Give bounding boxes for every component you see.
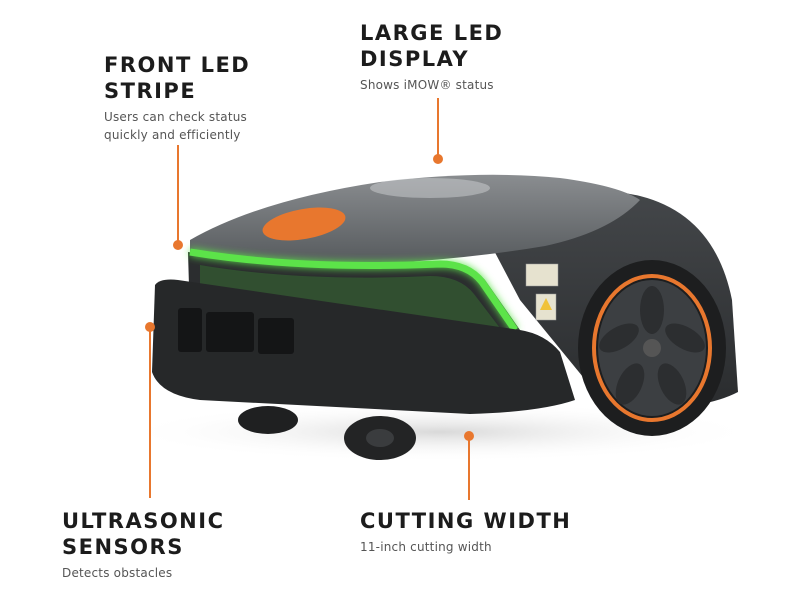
stihl-logo — [262, 207, 346, 241]
ultrasonic-sensor-right — [258, 318, 294, 354]
callout-title: FRONT LED STRIPE — [104, 53, 251, 103]
callout-description: Detects obstacles — [62, 566, 173, 580]
warning-label-top — [525, 263, 559, 287]
callout-cutting-width: CUTTING WIDTH 11-inch cutting width — [360, 508, 600, 556]
front-led-stripe — [189, 248, 518, 332]
rear-wheel-spokes — [599, 286, 705, 405]
ultrasonic-sensor-left — [178, 308, 202, 352]
top-highlight — [370, 178, 490, 198]
callout-title: CUTTING WIDTH — [360, 509, 572, 533]
front-wheel-right-hub — [366, 429, 394, 447]
ultrasonic-sensor-center — [206, 312, 254, 352]
top-cover — [190, 174, 640, 266]
callout-front-led-stripe: FRONT LED STRIPE Users can check status … — [104, 52, 324, 144]
callout-ultrasonic-sensors: ULTRASONIC SENSORS Detects obstacles — [62, 508, 282, 582]
leader-line-cutting — [468, 438, 470, 500]
callout-large-led-display: LARGE LED DISPLAY Shows iMOW® status — [360, 20, 580, 94]
warning-triangle — [540, 298, 552, 310]
callout-title: ULTRASONIC SENSORS — [62, 509, 225, 559]
callout-description: Shows iMOW® status — [360, 78, 494, 92]
callout-title: LARGE LED DISPLAY — [360, 21, 504, 71]
leader-dot-ultrasonic — [145, 322, 155, 332]
rear-wheel-rim — [592, 274, 712, 422]
front-bumper — [152, 279, 575, 414]
leader-line-ultrasonic — [149, 330, 151, 498]
leader-line-front-led — [177, 145, 179, 245]
leader-dot-cutting — [464, 431, 474, 441]
rear-wheel-center — [643, 339, 661, 357]
leader-dot-front-led — [173, 240, 183, 250]
front-wheel-left — [238, 406, 298, 434]
callout-description: 11-inch cutting width — [360, 540, 492, 554]
leader-line-display — [437, 98, 439, 158]
callout-description: Users can check status quickly and effic… — [104, 110, 248, 142]
leader-dot-display — [433, 154, 443, 164]
